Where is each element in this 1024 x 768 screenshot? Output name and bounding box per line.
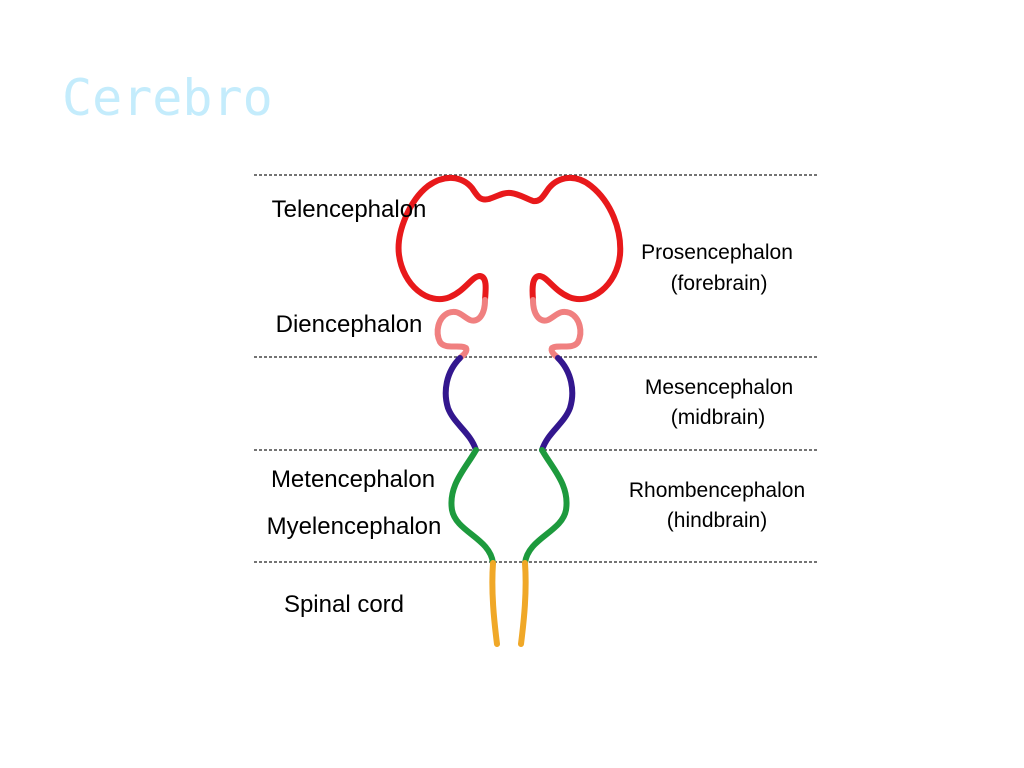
- label-mesencephalon: Mesencephalon: [645, 376, 793, 399]
- diencephalon-right: [530, 297, 584, 361]
- spinal-cord-right: [518, 560, 529, 647]
- label-metencephalon: Metencephalon: [271, 466, 435, 493]
- rhombencephalon-left: [448, 447, 496, 566]
- label-prosencephalon: Prosencephalon: [641, 241, 793, 264]
- label-forebrain: (forebrain): [671, 272, 768, 295]
- label-telencephalon: Telencephalon: [272, 196, 427, 223]
- slide-title: Cerebro: [62, 69, 273, 127]
- telencephalon-outline: [395, 175, 624, 303]
- rhombencephalon-right: [522, 447, 570, 566]
- label-hindbrain: (hindbrain): [667, 509, 767, 532]
- spinal-cord-left: [489, 560, 500, 647]
- label-diencephalon: Diencephalon: [276, 311, 423, 338]
- label-rhombencephalon: Rhombencephalon: [629, 479, 805, 502]
- label-midbrain: (midbrain): [671, 406, 766, 429]
- mesencephalon-left: [442, 355, 479, 453]
- diencephalon-left: [434, 297, 488, 361]
- mesencephalon-right: [539, 355, 576, 453]
- label-myelencephalon: Myelencephalon: [267, 513, 442, 540]
- label-spinal-cord: Spinal cord: [284, 591, 404, 618]
